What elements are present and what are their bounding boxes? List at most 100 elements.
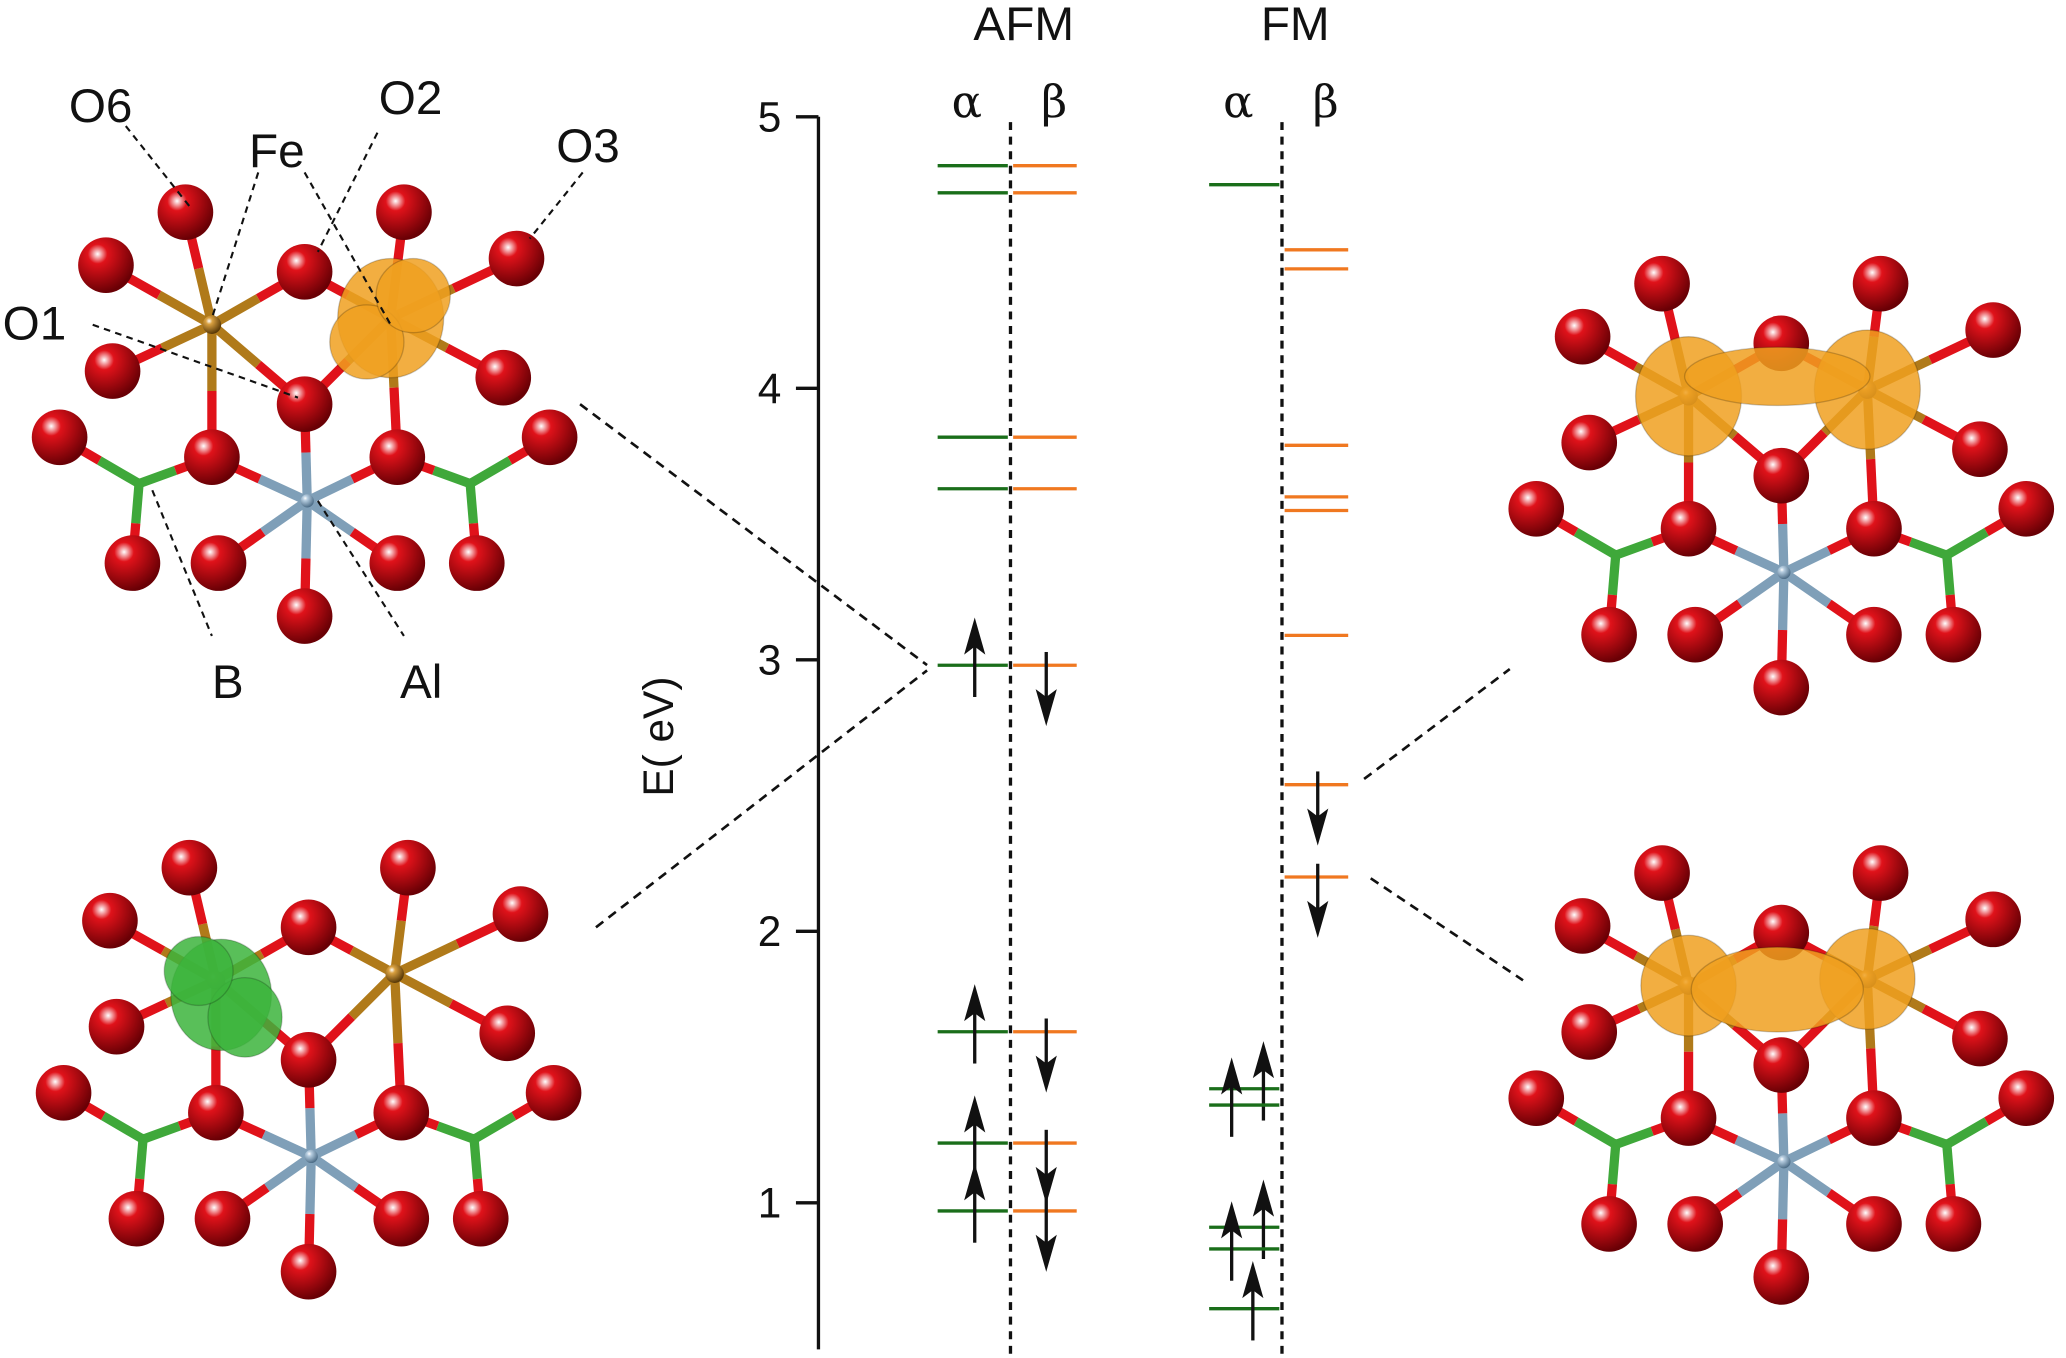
label-b: B: [212, 656, 244, 709]
label-o2: O2: [379, 72, 443, 125]
bond: [1777, 1113, 1789, 1162]
spin-up-arrowhead: [1252, 1041, 1275, 1079]
bond: [390, 973, 403, 1044]
bond: [1781, 1135, 1831, 1166]
y-axis-label: E( eV): [635, 677, 682, 797]
oxygen-atom: [1852, 845, 1909, 901]
oxygen-atom: [1561, 414, 1618, 471]
oxygen-atom: [88, 998, 145, 1055]
oxygen-atom: [190, 535, 247, 591]
oxygen-atom: [35, 1065, 92, 1121]
bond: [301, 500, 312, 559]
spin-down-arrowhead: [1307, 808, 1329, 846]
bond: [1942, 554, 1955, 596]
spin-density-lobe: [1683, 346, 1871, 407]
spin-up-arrowhead: [1252, 1179, 1275, 1217]
bond: [1614, 537, 1654, 560]
oxygen-atom: [1554, 308, 1611, 365]
bond: [264, 1152, 314, 1192]
bond: [1777, 1161, 1789, 1220]
oxygen-atom: [78, 237, 134, 293]
boron-atom: [1610, 1139, 1622, 1150]
oxygen-atom: [373, 1084, 430, 1141]
bond: [131, 483, 144, 524]
boron-atom: [133, 478, 145, 489]
spin-up-arrowhead: [1221, 1057, 1243, 1095]
oxygen-atom: [1508, 1070, 1565, 1126]
oxygen-atom: [108, 1190, 165, 1247]
oxygen-atom: [376, 184, 432, 240]
oxygen-atom: [1952, 421, 2008, 478]
bond: [137, 466, 178, 489]
spin-density-lobe: [207, 976, 283, 1058]
spin-down-arrowhead: [1035, 1234, 1057, 1272]
oxygen-atom: [188, 1084, 244, 1141]
bond: [1908, 1126, 1949, 1149]
label-o6: O6: [69, 80, 133, 133]
alpha-label: α: [952, 75, 982, 128]
aluminum-atom: [1777, 565, 1791, 580]
y-tick-label: 3: [758, 636, 782, 683]
bond: [135, 1138, 148, 1180]
oxygen-atom: [1554, 898, 1611, 954]
oxygen-atom: [448, 535, 505, 591]
bond: [469, 1138, 483, 1180]
oxygen-atom: [1998, 1070, 2055, 1126]
oxygen-atom: [521, 409, 578, 466]
bond: [1942, 1144, 1955, 1185]
oxygen-atom: [1753, 1249, 1810, 1305]
alpha-label: α: [1223, 75, 1253, 128]
oxygen-atom: [280, 899, 337, 956]
spin-up-arrowhead: [964, 1163, 986, 1201]
spin-density-lobe: [163, 935, 234, 1007]
structure-fm-lower: [1508, 845, 2055, 1305]
oxygen-atom: [194, 1190, 251, 1247]
oxygen-atom: [1667, 606, 1723, 663]
panel-title: FM: [1261, 0, 1330, 51]
bond: [305, 474, 355, 506]
spin-up-arrowhead: [964, 617, 986, 655]
bond: [301, 452, 312, 502]
y-tick-label: 1: [758, 1179, 782, 1226]
bond: [309, 1130, 359, 1161]
connector-afm-bottom: [595, 669, 928, 929]
oxygen-atom: [525, 1065, 582, 1121]
oxygen-atom: [280, 1243, 337, 1300]
oxygen-atom: [1925, 606, 1982, 663]
bond: [1614, 1126, 1654, 1149]
y-tick-label: 2: [758, 908, 782, 955]
bond: [304, 497, 355, 536]
bond: [392, 939, 460, 978]
bond: [305, 1107, 316, 1157]
oxygen-atom: [380, 839, 436, 896]
oxygen-atom: [1508, 481, 1565, 537]
bond: [141, 1121, 182, 1144]
bond: [260, 497, 310, 536]
oxygen-atom: [369, 429, 426, 485]
oxygen-atom: [1925, 1196, 1982, 1252]
connector-fm-upper: [1363, 668, 1511, 781]
structure-fm-upper: [1508, 255, 2055, 716]
bond: [261, 1130, 314, 1161]
bond: [156, 290, 215, 329]
oxygen-atom: [1846, 1196, 1902, 1252]
y-tick-label: 4: [758, 365, 782, 412]
oxygen-atom: [1846, 1090, 1902, 1146]
bond: [305, 1156, 316, 1215]
oxygen-atom: [184, 429, 240, 485]
oxygen-atom: [1965, 302, 2021, 358]
bond: [194, 267, 217, 326]
bond: [1573, 1117, 1619, 1149]
spin-density-lobe: [329, 304, 405, 380]
oxygen-atom: [479, 1005, 536, 1062]
label-al: Al: [400, 656, 442, 709]
spin-density-lobe: [375, 257, 451, 334]
oxygen-atom: [373, 1190, 430, 1247]
boron-atom: [137, 1133, 149, 1145]
bond: [1734, 1135, 1786, 1166]
oxygen-atom: [1753, 447, 1810, 504]
